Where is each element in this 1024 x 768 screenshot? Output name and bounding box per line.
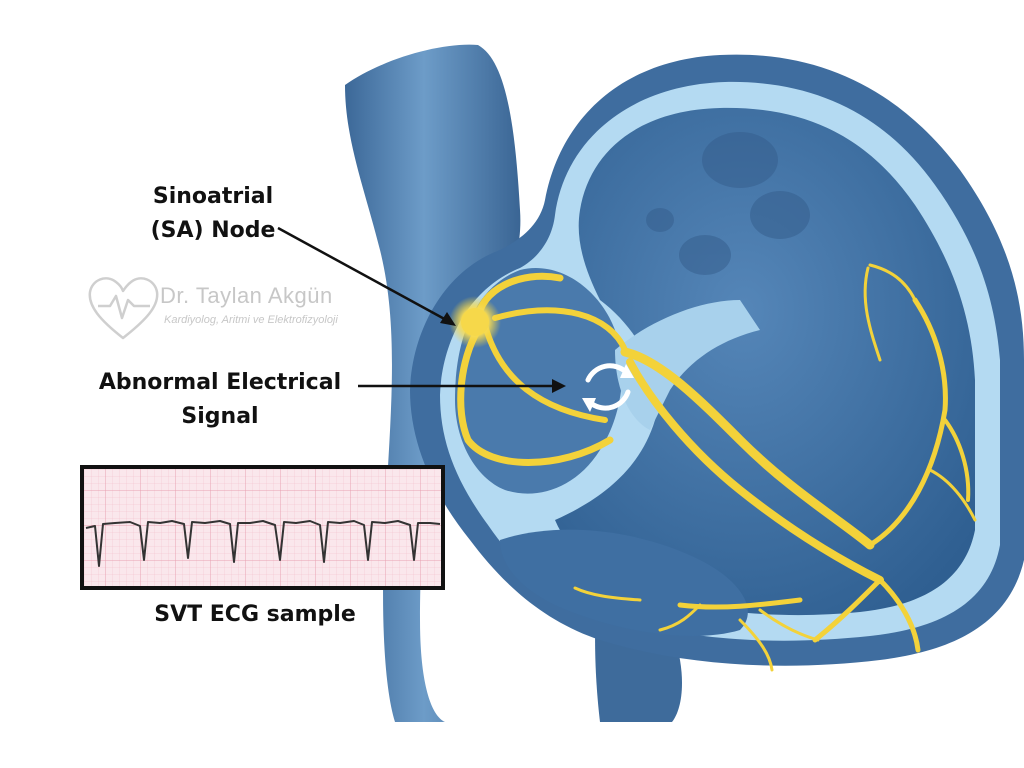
watermark-name: Dr. Taylan Akgün [160,283,333,308]
sa-node-core [461,308,489,336]
ecg-trace [85,520,441,567]
abnormal-signal-label-line-2: Signal [181,404,259,429]
lower-chamber [500,529,748,636]
sa-node-label: Sinoatrial (SA) Node [128,180,298,248]
chamber-texture [646,132,810,275]
abnormal-signal-label: Abnormal Electrical Signal [80,366,360,434]
ecg-sample-box [80,465,445,590]
pointer-lines [277,226,566,393]
ecg-caption: SVT ECG sample [154,602,356,627]
sa-node-label-line-1: Sinoatrial [152,184,274,209]
ventricle-chamber [555,107,975,616]
conduction-system [457,263,977,672]
heart-ecg-logo-icon [88,277,159,340]
abnormal-signal-label-line-1: Abnormal Electrical [98,370,342,395]
circular-reentry-arrows-icon [582,363,634,412]
sa-node-label-line-2: (SA) Node [150,218,276,243]
watermark-tagline: Kardiyolog, Aritmi ve Elektrofizyoloji [164,314,338,326]
